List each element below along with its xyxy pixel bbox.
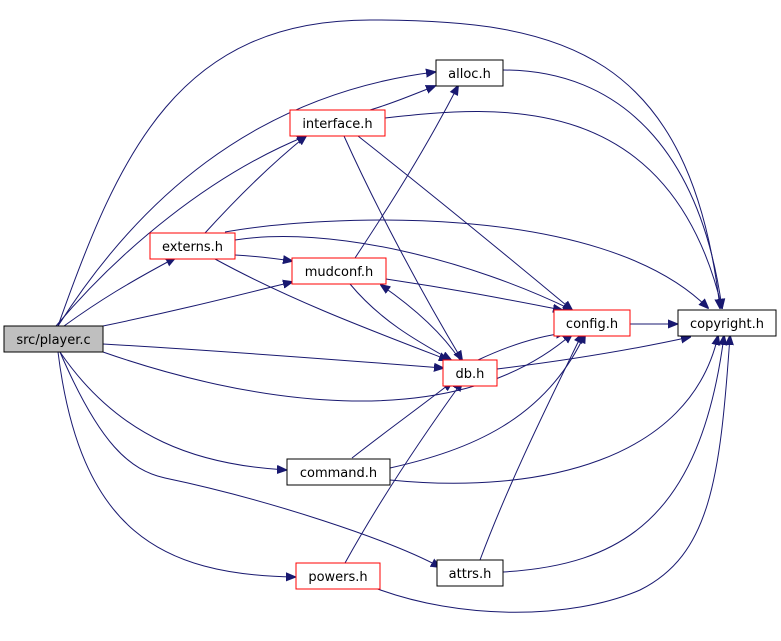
node-layer: src/player.c alloc.h interface.h externs… [3,59,777,590]
node-label: mudconf.h [305,265,374,280]
node-label: interface.h [302,117,372,132]
node-label: externs.h [162,240,223,255]
edge-player-config [102,334,572,402]
edge-externs-copyright [224,219,708,308]
node-label: copyright.h [690,317,764,332]
node-label: alloc.h [448,67,491,82]
node-label: command.h [300,466,377,481]
edge-mudconf-db [349,283,451,360]
node-attrs-h[interactable]: attrs.h [436,559,504,587]
node-alloc-h[interactable]: alloc.h [435,59,504,87]
edge-db-mudconf [381,285,461,361]
edge-mudconf-config [385,278,562,310]
edge-command-db [351,382,452,459]
edge-attrs-config [479,334,582,561]
node-label: config.h [566,317,618,332]
edge-layer [55,19,730,613]
edge-command-config [389,334,585,469]
edge-externs-db [214,258,448,360]
edge-externs-interface [204,136,306,234]
edge-interface-copyright [384,111,722,308]
edge-interface-config [357,135,572,310]
node-label: db.h [456,367,485,382]
edge-externs-config [234,235,572,310]
edge-interface-db [343,135,462,360]
node-externs-h[interactable]: externs.h [149,232,236,260]
edge-player-externs [63,258,175,327]
edge-player-powers [57,351,295,577]
edge-attrs-copyright [502,336,724,573]
node-label: powers.h [308,570,367,585]
edge-player-mudconf [102,282,292,327]
edge-player-alloc [57,72,435,327]
edge-player-db [102,343,443,368]
node-db-h[interactable]: db.h [442,359,498,387]
node-powers-h[interactable]: powers.h [295,562,381,590]
node-label: attrs.h [449,567,492,582]
edge-player-copyright [57,19,720,327]
edge-powers-copyright [374,336,730,613]
edge-db-config [477,333,565,361]
edge-mudconf-alloc [354,86,458,259]
edge-player-interface [55,136,306,327]
node-command-h[interactable]: command.h [286,458,391,486]
edge-interface-alloc [369,86,435,111]
node-interface-h[interactable]: interface.h [289,109,386,137]
edge-command-copyright [389,336,718,484]
edge-alloc-copyright [502,69,722,308]
node-label: src/player.c [16,333,90,348]
edge-db-copyright [496,337,690,370]
node-config-h[interactable]: config.h [553,309,631,337]
node-mudconf-h[interactable]: mudconf.h [291,257,387,285]
edge-player-command [59,351,286,470]
edge-player-attrs [59,351,440,567]
node-copyright-h[interactable]: copyright.h [677,309,777,337]
node-src-player-c[interactable]: src/player.c [3,325,104,353]
edge-externs-mudconf [234,254,292,261]
edge-powers-db [344,382,462,564]
